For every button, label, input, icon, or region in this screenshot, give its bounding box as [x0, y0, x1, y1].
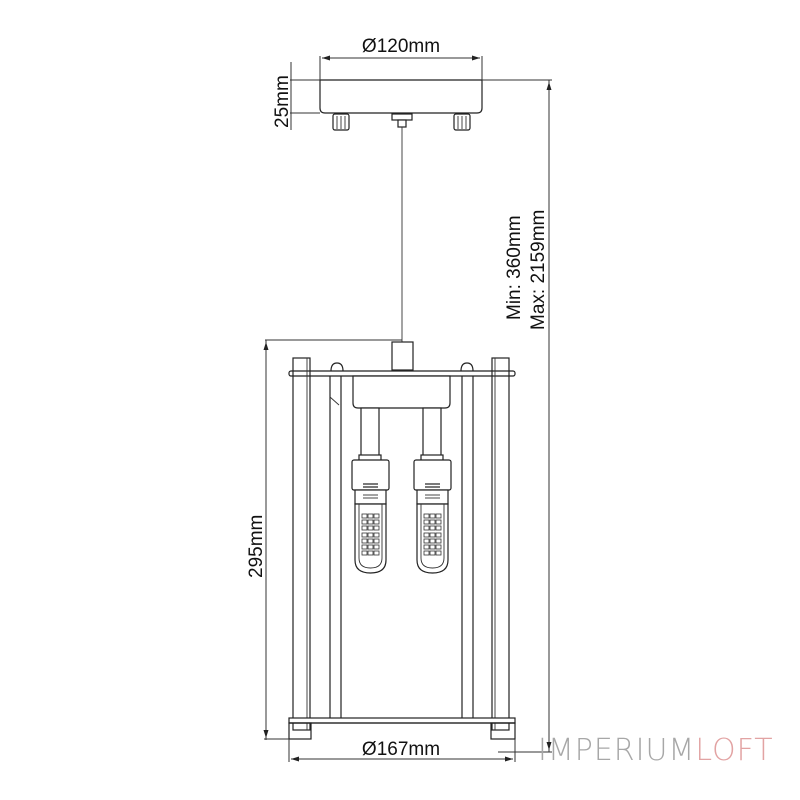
bulb-left [351, 407, 390, 574]
bulb-right [413, 407, 452, 574]
dimension-canopy-height: 25mm [272, 62, 320, 130]
brand-logo: IMPERIUMLOFT [538, 733, 774, 768]
canopy-screw-left [332, 113, 350, 131]
dimension-overall-height: Min: 360mm Max: 2159mm [482, 79, 552, 753]
canopy-diameter-label: Ø120mm [362, 36, 440, 57]
dimension-canopy-diameter: Ø120mm [319, 36, 483, 80]
canopy [319, 79, 483, 131]
lamp-body [288, 341, 516, 740]
canopy-height-label: 25mm [272, 75, 293, 128]
height-min-label: Min: 360mm [504, 215, 525, 320]
canopy-screw-right [453, 113, 471, 131]
body-height-label: 295mm [246, 515, 267, 578]
brand-logo-part1: IMPERIUM [538, 733, 696, 768]
body-diameter-label: Ø167mm [362, 739, 440, 760]
brand-logo-part2: LOFT [695, 733, 774, 768]
dimension-body-diameter: Ø167mm [288, 739, 516, 762]
dimension-body-height: 295mm [246, 339, 402, 740]
height-max-label: Max: 2159mm [528, 210, 549, 330]
